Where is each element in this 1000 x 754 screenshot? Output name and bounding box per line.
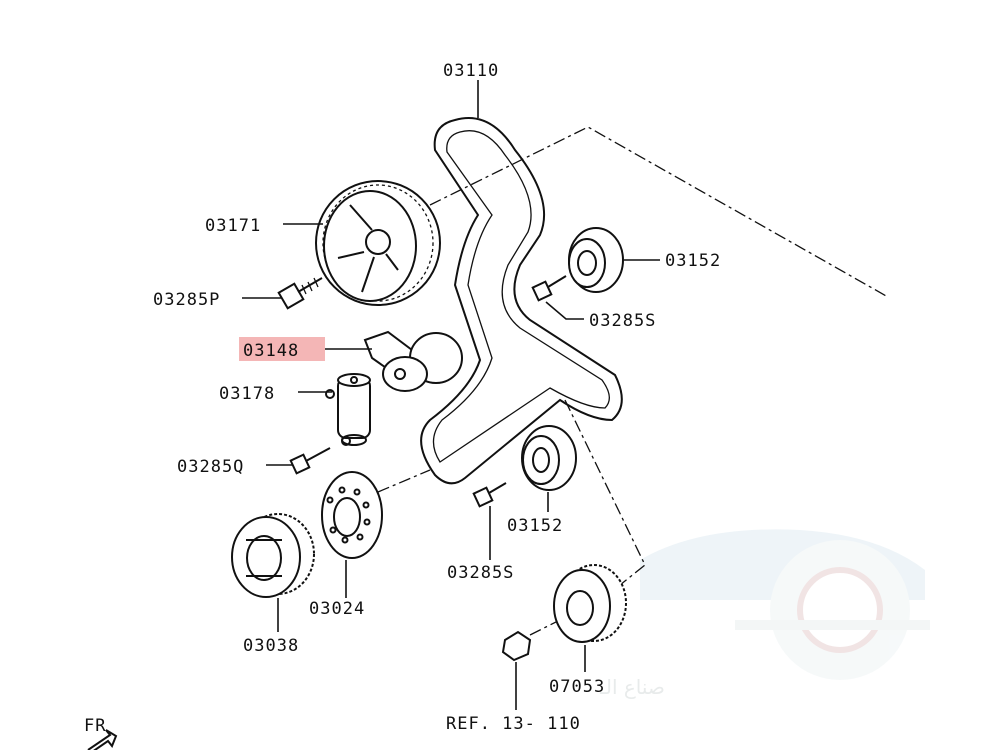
bolt-03285s-upper bbox=[531, 275, 567, 302]
bolt-03285s-lower bbox=[472, 482, 507, 508]
pump-sprocket bbox=[553, 564, 627, 643]
auto-tensioner-03178 bbox=[325, 373, 371, 446]
part-labels: 03110 03171 03285P 03148 03178 03285Q 03… bbox=[84, 61, 721, 736]
tensioner-03148 bbox=[363, 330, 463, 392]
leader-lines bbox=[242, 80, 660, 710]
timing-belt bbox=[420, 117, 623, 485]
label-03152-lower: 03152 bbox=[507, 516, 563, 536]
label-03285s-lower: 03285S bbox=[447, 563, 514, 583]
label-03285p: 03285P bbox=[153, 290, 220, 310]
flange-03024 bbox=[321, 471, 383, 559]
idler-pulley-upper bbox=[568, 227, 624, 293]
crankshaft-sprocket bbox=[231, 513, 315, 598]
label-03038: 03038 bbox=[243, 636, 299, 656]
bolt-03285p bbox=[277, 277, 323, 310]
watermark-logo: صناع الـ bbox=[599, 529, 930, 699]
label-03171: 03171 bbox=[205, 216, 261, 236]
nut-ref bbox=[501, 630, 532, 662]
label-03178: 03178 bbox=[219, 384, 275, 404]
idler-pulley-lower bbox=[521, 425, 577, 491]
label-07053: 07053 bbox=[549, 677, 605, 697]
label-03110: 03110 bbox=[443, 61, 499, 81]
label-03285s-upper: 03285S bbox=[589, 311, 656, 331]
highlight-box bbox=[239, 337, 325, 361]
camshaft-sprocket bbox=[315, 180, 441, 306]
bolt-03285q bbox=[289, 447, 331, 475]
assembly-lines bbox=[377, 126, 889, 636]
label-03024: 03024 bbox=[309, 599, 365, 619]
label-03285q: 03285Q bbox=[177, 457, 244, 477]
label-fr: FR bbox=[84, 716, 106, 736]
label-03148: 03148 bbox=[243, 341, 299, 361]
label-03152-upper: 03152 bbox=[665, 251, 721, 271]
front-arrow-icon bbox=[87, 729, 118, 753]
watermark-text: صناع الـ bbox=[599, 675, 665, 699]
label-ref: REF. 13- 110 bbox=[446, 714, 581, 734]
